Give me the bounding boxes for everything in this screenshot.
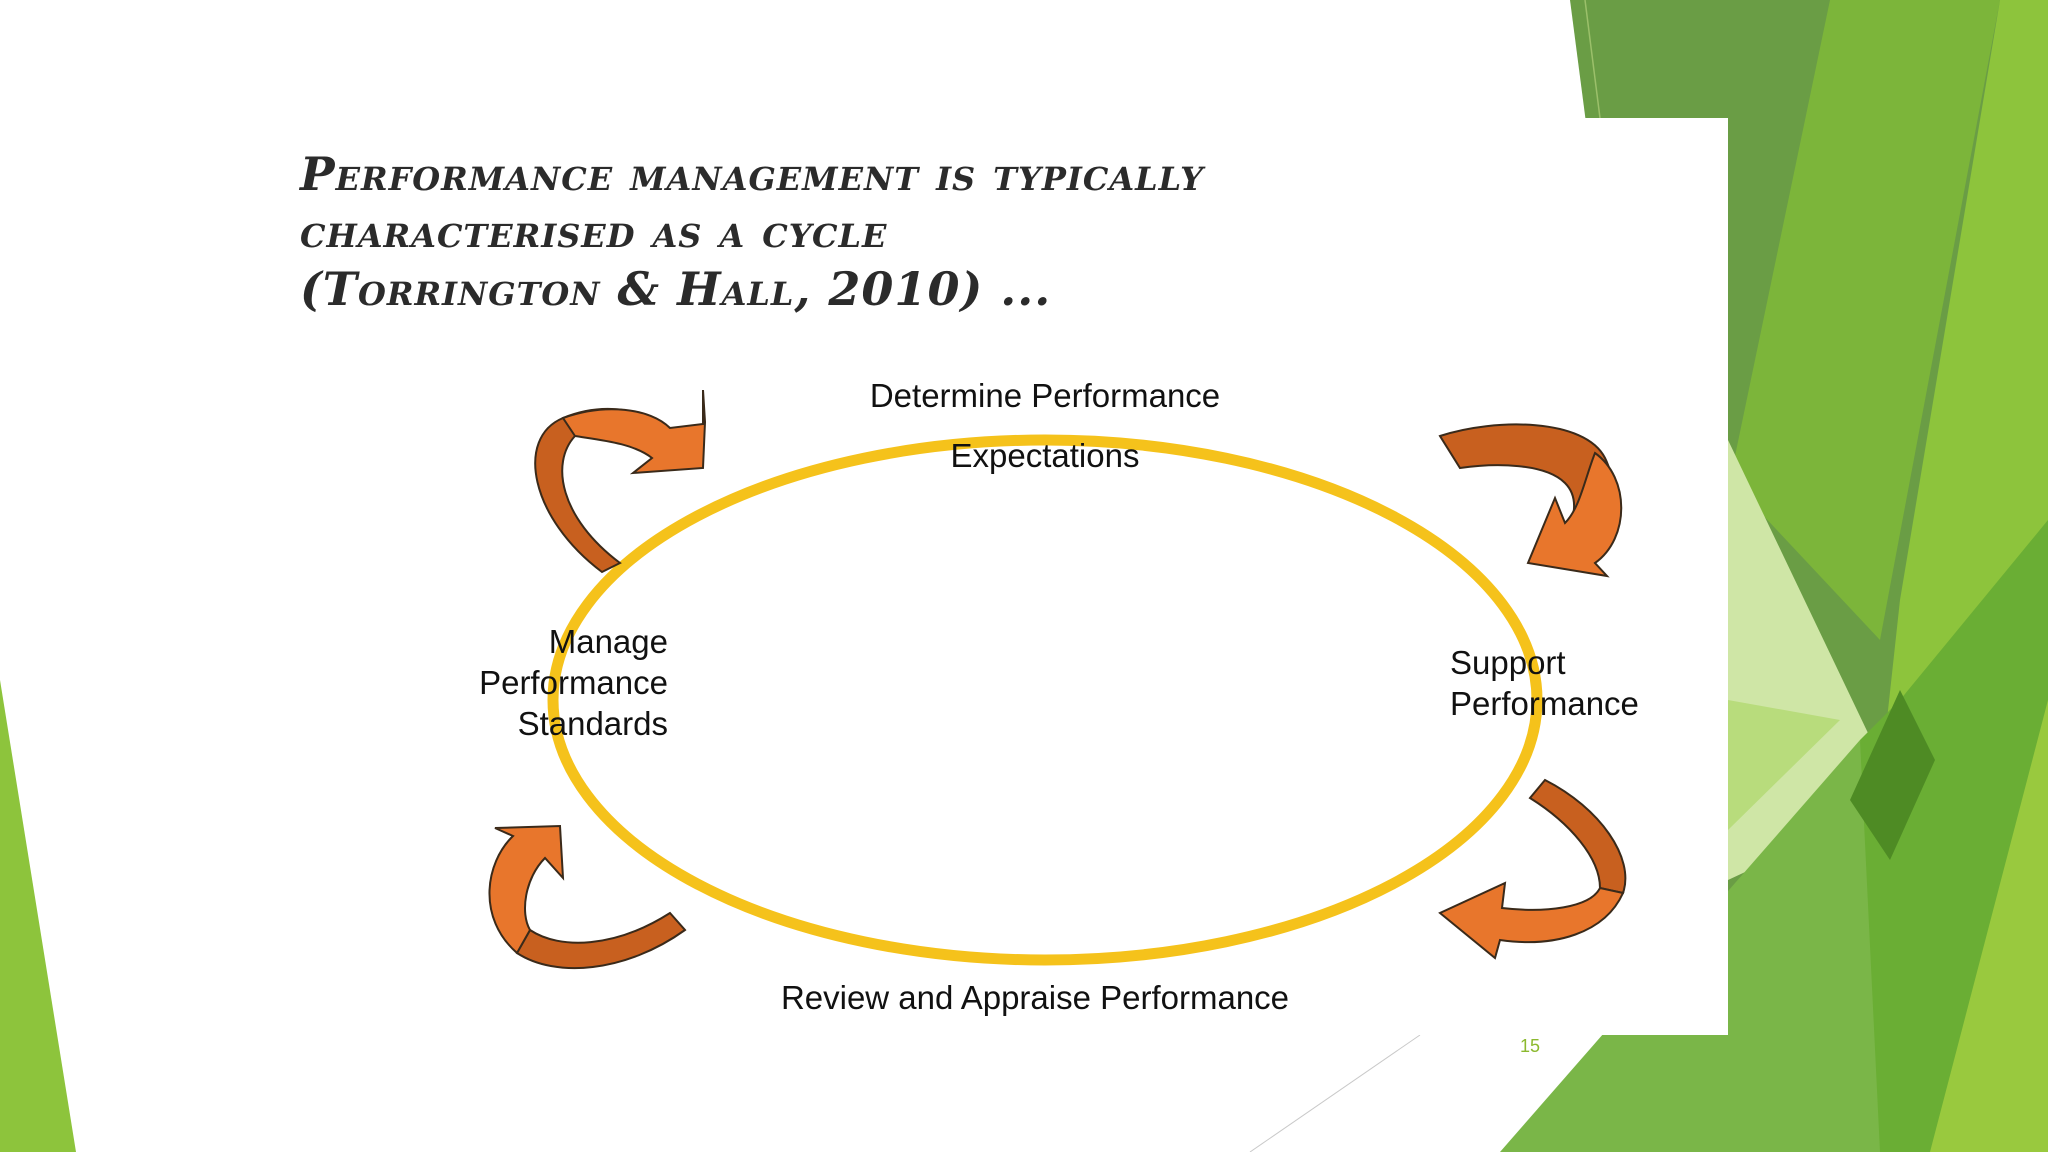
stage-determine-line-2: Expectations xyxy=(950,437,1140,474)
stage-determine-line-1: Determine Performance xyxy=(869,377,1221,414)
facet-pale-2 xyxy=(1728,700,1840,830)
cycle-ring xyxy=(547,434,1543,966)
stage-support-line-2: Performance xyxy=(1450,685,1639,722)
thin-line-1 xyxy=(1249,1034,1421,1152)
thin-line-2 xyxy=(1584,0,1601,119)
stage-manage-line-2: Performance xyxy=(479,664,668,701)
cycle-diagram xyxy=(488,389,1627,969)
title-line-3: (Torrington & Hall, 2010) ... xyxy=(300,262,1052,316)
arrow-top-left xyxy=(534,389,707,574)
title-line-2: characterised as a cycle xyxy=(300,204,888,258)
stage-review: Review and Appraise Performance xyxy=(780,979,1290,1016)
stage-manage-line-1: Manage xyxy=(548,623,668,660)
facet-deep xyxy=(1850,690,1935,860)
facet-left-light xyxy=(0,680,76,1152)
arrow-bottom-left xyxy=(488,824,687,969)
slide-number: 15 xyxy=(1520,1036,1541,1056)
diagram-panel: Performance management is typically char… xyxy=(255,118,1728,1035)
facet-mid-1 xyxy=(1730,0,2000,640)
facet-lime xyxy=(1930,700,2048,1152)
stage-support-line-1: Support xyxy=(1450,644,1566,681)
arrow-bottom-right xyxy=(1438,778,1627,960)
title-line-1: Performance management is typically xyxy=(300,147,1204,201)
arrow-top-right xyxy=(1438,423,1623,578)
stage-manage-line-3: Standards xyxy=(517,705,668,742)
